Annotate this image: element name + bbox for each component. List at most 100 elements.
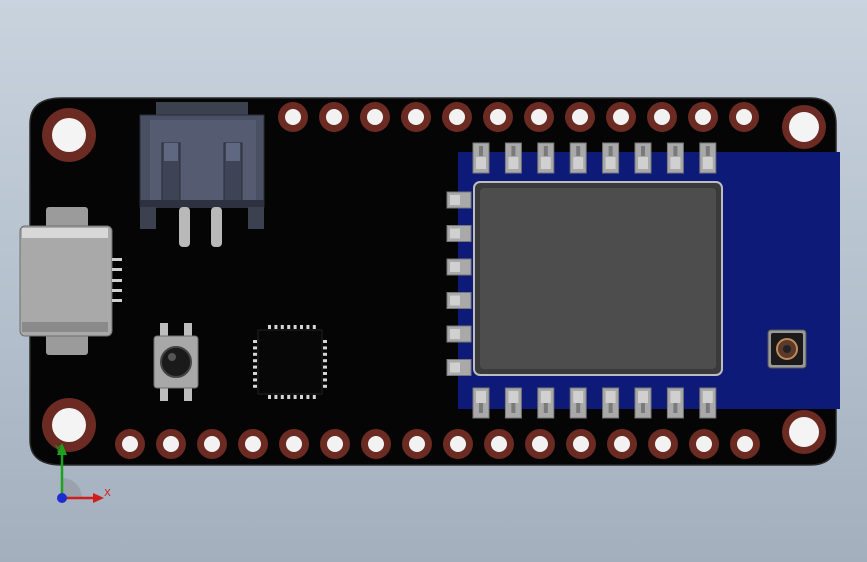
castellation-pad: [602, 387, 620, 419]
qfn-pad: [274, 395, 278, 399]
qfn-pad: [312, 395, 316, 399]
qfn-pad: [287, 325, 291, 329]
keepout-edge: [836, 152, 840, 409]
header-pin-hole: [695, 109, 711, 125]
qfn-chip: [253, 325, 327, 399]
usb-pin: [112, 279, 122, 282]
castellation-pad: [602, 142, 620, 174]
qfn-pad: [268, 325, 271, 329]
qfn-pad: [306, 395, 310, 399]
castellation-pad: [569, 387, 587, 419]
header-pin-hole: [573, 436, 589, 452]
header-pin-hole: [286, 436, 302, 452]
header-pin-hole: [368, 436, 384, 452]
z-axis-dot: [57, 493, 67, 503]
reset-button[interactable]: [153, 323, 199, 401]
ufl-antenna-connector[interactable]: [767, 329, 807, 369]
bottom-header-pins: [115, 429, 760, 459]
qfn-pad: [268, 395, 271, 399]
usb-pin: [112, 299, 122, 302]
qfn-pad: [253, 359, 257, 363]
header-pin-hole: [326, 109, 342, 125]
castellation-pad: [472, 142, 490, 174]
qfn-pad: [323, 384, 327, 388]
module-left-castellations: [446, 191, 472, 376]
qfn-pad: [280, 325, 284, 329]
qfn-pad: [323, 352, 327, 356]
qfn-pad: [253, 372, 257, 375]
header-pin-hole: [450, 436, 466, 452]
castellation-pad: [446, 292, 472, 309]
header-pin-hole: [163, 436, 179, 452]
module-top-castellations: [472, 142, 717, 174]
castellation-pad: [666, 387, 684, 419]
qfn-pad: [323, 365, 327, 369]
header-pin-hole: [736, 109, 752, 125]
jst-pin: [179, 207, 190, 247]
header-pin-hole: [614, 436, 630, 452]
castellation-pad: [446, 325, 472, 343]
castellation-pad: [446, 191, 472, 209]
mounting-holes: [42, 105, 826, 454]
header-pin-hole: [285, 109, 301, 125]
jst-connector[interactable]: [139, 102, 265, 247]
jst-pin: [211, 207, 222, 247]
castellation-pad: [569, 142, 587, 174]
qfn-pad: [287, 395, 291, 399]
qfn-pad: [253, 365, 257, 369]
qfn-pad: [253, 346, 257, 350]
header-pin-hole: [696, 436, 712, 452]
castellation-pad: [699, 387, 717, 419]
qfn-pad: [323, 340, 327, 343]
castellation-pad: [504, 142, 522, 174]
castellation-pad: [537, 387, 555, 419]
header-pin-hole: [245, 436, 261, 452]
castellation-pad: [537, 142, 555, 174]
qfn-pad: [274, 325, 278, 329]
header-pin-hole: [327, 436, 343, 452]
axis-triad[interactable]: Y X: [54, 443, 111, 503]
usb-c-connector[interactable]: [19, 207, 122, 355]
header-pin-hole: [122, 436, 138, 452]
header-pin-hole: [737, 436, 753, 452]
header-pin-hole: [204, 436, 220, 452]
qfn-pad: [280, 395, 284, 399]
header-pin-hole: [655, 436, 671, 452]
qfn-pad: [312, 325, 316, 329]
qfn-pad: [293, 325, 297, 329]
qfn-pad: [300, 325, 303, 329]
qfn-pad: [253, 384, 257, 388]
header-pin-hole: [409, 436, 425, 452]
castellation-pad: [504, 387, 522, 419]
castellation-pad: [634, 142, 652, 174]
qfn-pads: [253, 325, 327, 399]
qfn-pad: [293, 395, 297, 399]
castellation-pad: [634, 387, 652, 419]
wifi-module[interactable]: [446, 142, 723, 419]
qfn-pad: [300, 395, 303, 399]
header-pin-hole: [654, 109, 670, 125]
header-pin-hole: [367, 109, 383, 125]
header-pin-hole: [531, 109, 547, 125]
castellation-pad: [699, 142, 717, 174]
castellation-pad: [446, 225, 472, 242]
y-axis-label: Y: [54, 444, 62, 455]
qfn-pad: [253, 378, 257, 382]
castellation-pad: [446, 359, 472, 376]
header-pin-hole: [613, 109, 629, 125]
header-pin-hole: [491, 436, 507, 452]
castellation-pad: [472, 387, 490, 419]
header-pin-hole: [532, 436, 548, 452]
header-pin-hole: [572, 109, 588, 125]
qfn-pad: [323, 372, 327, 375]
header-pin-hole: [490, 109, 506, 125]
qfn-pad: [323, 346, 327, 350]
header-pin-hole: [449, 109, 465, 125]
usb-pin: [112, 258, 122, 261]
qfn-pad: [253, 340, 257, 343]
castellation-pad: [666, 142, 684, 174]
qfn-pad: [306, 325, 310, 329]
x-axis-label: X: [104, 488, 111, 499]
usb-pin: [112, 289, 122, 292]
